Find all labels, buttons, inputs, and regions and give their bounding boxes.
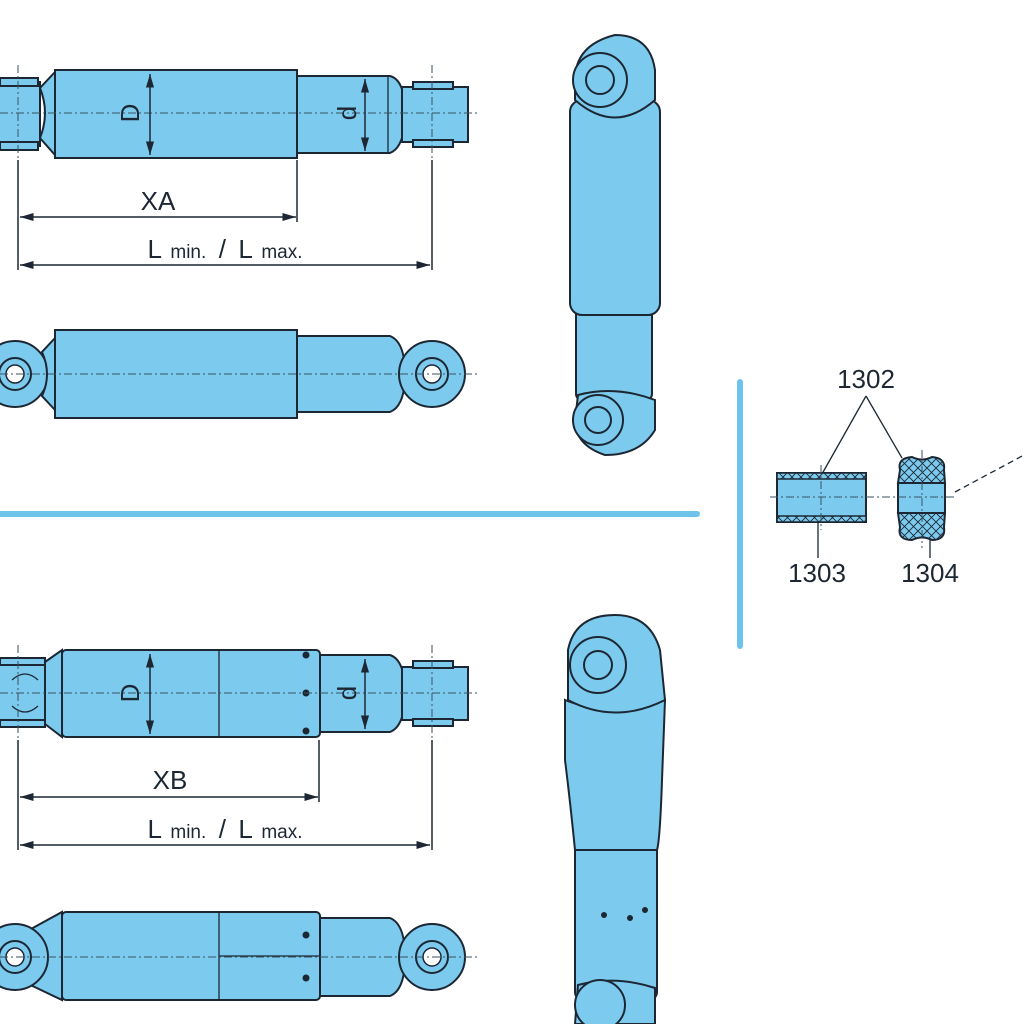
bushing-set-label: 1302 (837, 364, 895, 394)
variant-b-side-view: D d XB L min. / L max. (0, 645, 480, 850)
length-dimension-label: L min. / L max. (147, 814, 302, 844)
variant-b-perspective-view (564, 613, 667, 1024)
diameter-label: D (115, 104, 145, 123)
variant-b-top-view (0, 910, 480, 1002)
sleeve-label: 1303 (788, 558, 846, 588)
xa-dimension-label: XA (141, 186, 176, 216)
bushing-parts: 1302 1303 1304 (770, 364, 1024, 588)
rod-diameter-label: d (332, 106, 362, 120)
xb-dimension-label: XB (153, 765, 188, 795)
variant-a-perspective-view (569, 33, 661, 457)
rubber-bushing-label: 1304 (901, 558, 959, 588)
variant-a-top-view (0, 329, 480, 419)
diameter-label: D (115, 684, 145, 703)
variant-a-side-view: D d XA L min. / L max. (0, 65, 480, 270)
rod-diameter-label: d (332, 686, 362, 700)
length-dimension-label: L min. / L max. (147, 234, 302, 264)
